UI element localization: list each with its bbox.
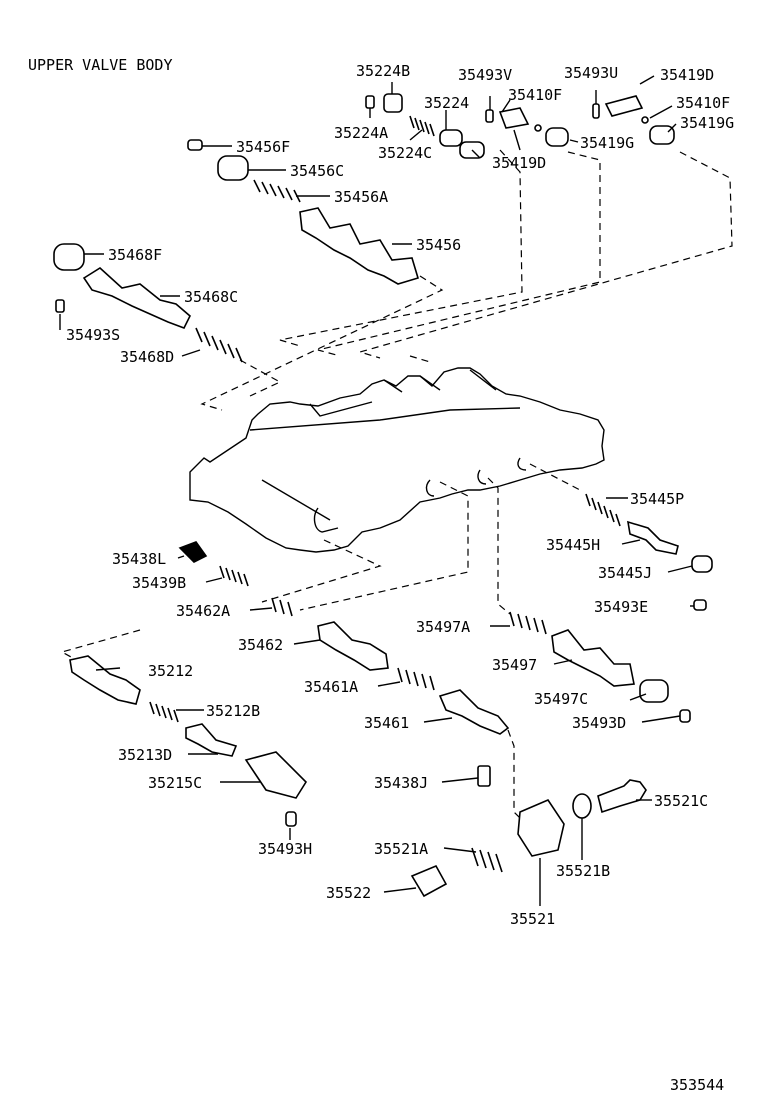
part-35493V — [485, 109, 494, 123]
label-35456: 35456 — [416, 236, 461, 254]
label-35468D: 35468D — [120, 348, 174, 366]
label-35468F: 35468F — [108, 246, 162, 264]
label-35419G-a: 35419G — [580, 134, 634, 152]
part-35224A-spring — [409, 115, 435, 137]
part-35439B-spring — [219, 565, 249, 587]
part-35419D — [498, 107, 530, 129]
part-35445J — [691, 555, 713, 573]
part-35215C — [244, 751, 308, 799]
part-35462 — [317, 621, 389, 671]
label-35439B: 35439B — [132, 574, 186, 592]
part-35497 — [551, 629, 635, 687]
part-35468F — [53, 243, 85, 271]
label-35456A: 35456A — [334, 188, 388, 206]
callout-leaders — [59, 75, 694, 906]
part-35493U — [592, 103, 600, 119]
part-35493H — [285, 811, 297, 827]
label-35456F: 35456F — [236, 138, 290, 156]
part-35468C — [82, 267, 191, 330]
label-35224C: 35224C — [378, 144, 432, 162]
part-35224B-pin — [365, 95, 375, 109]
label-35224A: 35224A — [334, 124, 388, 142]
part-35497A-spring — [509, 611, 547, 635]
label-35419G-b: 35419G — [680, 114, 734, 132]
label-35213D: 35213D — [118, 746, 172, 764]
diagram-title: UPPER VALVE BODY — [28, 56, 173, 74]
part-35456A-spring — [253, 179, 301, 203]
part-shapes — [53, 93, 713, 898]
part-35521A-spring — [471, 847, 503, 873]
part-35493E — [693, 599, 707, 611]
label-35410F-a: 35410F — [508, 86, 562, 104]
label-35212B: 35212B — [206, 702, 260, 720]
part-35438J — [477, 765, 491, 787]
label-35419D-top: 35419D — [660, 66, 714, 84]
label-35497: 35497 — [492, 656, 537, 674]
label-35497A: 35497A — [416, 618, 470, 636]
part-35468D-spring — [195, 327, 243, 363]
part-35224 — [439, 129, 463, 147]
part-35410F-a — [534, 124, 542, 132]
label-35497C: 35497C — [534, 690, 588, 708]
valve-body — [189, 367, 605, 553]
part-35212B-spring — [149, 701, 179, 723]
label-35493S: 35493S — [66, 326, 120, 344]
label-35493H: 35493H — [258, 840, 312, 858]
part-35497C — [639, 679, 669, 703]
part-35224B — [383, 93, 403, 113]
label-35521: 35521 — [510, 910, 555, 928]
label-35462: 35462 — [238, 636, 283, 654]
dashed-leader-lines — [60, 149, 733, 821]
part-35445H — [626, 520, 679, 555]
part-35461A-spring — [397, 667, 435, 691]
part-35521 — [517, 799, 565, 857]
part-35462A-spring — [271, 597, 293, 617]
label-35521B: 35521B — [556, 862, 610, 880]
part-35213D — [185, 723, 238, 757]
label-35410F-b: 35410F — [676, 94, 730, 112]
label-35462A: 35462A — [176, 602, 230, 620]
label-35224: 35224 — [424, 94, 469, 112]
label-35493U: 35493U — [564, 64, 618, 82]
part-35456 — [299, 207, 419, 285]
label-35224B: 35224B — [356, 62, 410, 80]
part-35456F — [187, 139, 203, 151]
label-35468C: 35468C — [184, 288, 238, 306]
label-35461A: 35461A — [304, 678, 358, 696]
label-35445J: 35445J — [598, 564, 652, 582]
part-35493D — [679, 709, 691, 723]
part-35456C — [217, 155, 249, 181]
part-35461 — [438, 689, 510, 735]
label-35521A: 35521A — [374, 840, 428, 858]
part-35212 — [69, 655, 141, 705]
part-35445P-spring — [585, 493, 621, 527]
label-35419D-b: 35419D — [492, 154, 546, 172]
part-35410F-b — [641, 116, 649, 124]
label-35522: 35522 — [326, 884, 371, 902]
figure-code: 353544 — [670, 1076, 724, 1094]
part-35419D-top — [604, 95, 644, 117]
label-35215C: 35215C — [148, 774, 202, 792]
part-35522 — [410, 864, 448, 898]
label-35493E: 35493E — [594, 598, 648, 616]
label-35456C: 35456C — [290, 162, 344, 180]
part-35521C — [597, 779, 647, 814]
label-35438J: 35438J — [374, 774, 428, 792]
label-35438L: 35438L — [112, 550, 166, 568]
part-35419G — [545, 127, 569, 147]
label-35493D: 35493D — [572, 714, 626, 732]
label-35461: 35461 — [364, 714, 409, 732]
part-35521B — [572, 793, 592, 819]
part-35419G-b — [649, 125, 675, 145]
label-35521C: 35521C — [654, 792, 708, 810]
part-35438L — [178, 541, 208, 563]
label-35212: 35212 — [148, 662, 193, 680]
part-35493S — [55, 299, 65, 313]
part-labels: 35224B 35493V 35493U 35419D 35410F 35224… — [66, 62, 734, 928]
label-35493V: 35493V — [458, 66, 512, 84]
label-35445H: 35445H — [546, 536, 600, 554]
label-35445P: 35445P — [630, 490, 684, 508]
